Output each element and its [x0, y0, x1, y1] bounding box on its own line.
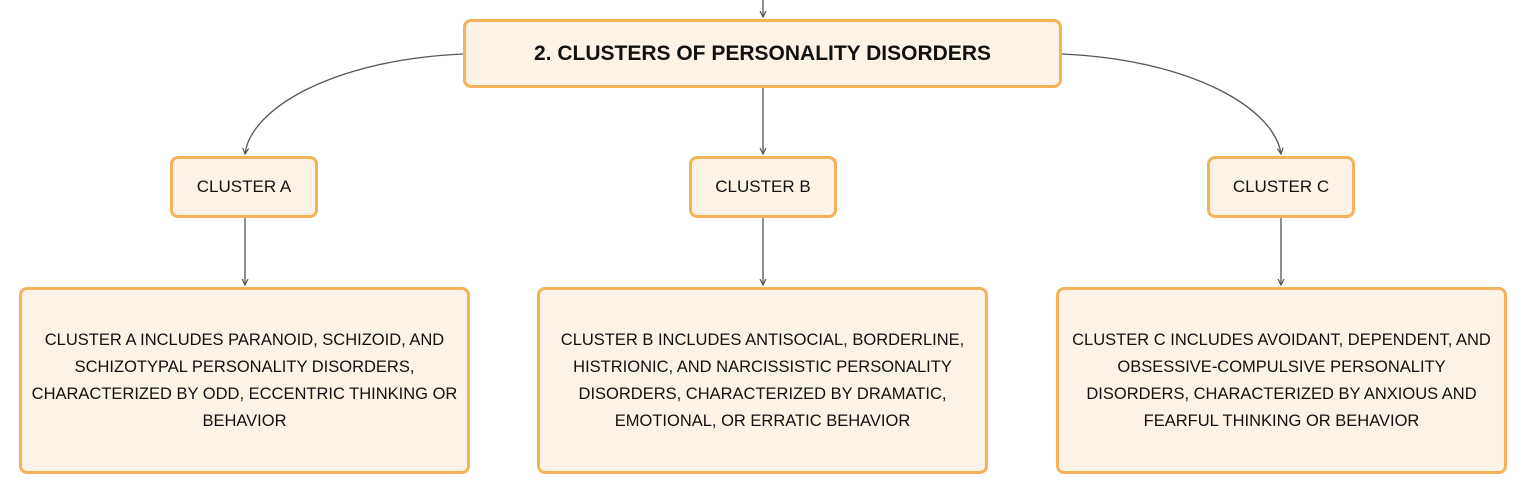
cluster-b-node[interactable]: CLUSTER B [689, 156, 837, 218]
connector-title-to-cluster-a [245, 53, 464, 154]
cluster-c-label: CLUSTER C [1232, 177, 1330, 196]
cluster-a-description: CLUSTER A INCLUDES PARANOID, SCHIZOID, A… [31, 330, 458, 430]
title-node[interactable]: 2. CLUSTERS OF PERSONALITY DISORDERS [463, 19, 1062, 88]
connector-title-to-cluster-c [1061, 53, 1281, 154]
cluster-b-description: CLUSTER B INCLUDES ANTISOCIAL, BORDERLIN… [560, 330, 965, 430]
cluster-a-label: CLUSTER A [196, 177, 292, 196]
cluster-b-description-node[interactable]: CLUSTER B INCLUDES ANTISOCIAL, BORDERLIN… [537, 287, 988, 474]
cluster-a-description-node[interactable]: CLUSTER A INCLUDES PARANOID, SCHIZOID, A… [19, 287, 470, 474]
cluster-a-node[interactable]: CLUSTER A [170, 156, 318, 218]
cluster-c-description-node[interactable]: CLUSTER C INCLUDES AVOIDANT, DEPENDENT, … [1056, 287, 1507, 474]
cluster-c-node[interactable]: CLUSTER C [1207, 156, 1355, 218]
cluster-b-label: CLUSTER B [715, 177, 811, 196]
title-text: 2. CLUSTERS OF PERSONALITY DISORDERS [533, 41, 991, 65]
cluster-c-description: CLUSTER C INCLUDES AVOIDANT, DEPENDENT, … [1072, 330, 1491, 430]
